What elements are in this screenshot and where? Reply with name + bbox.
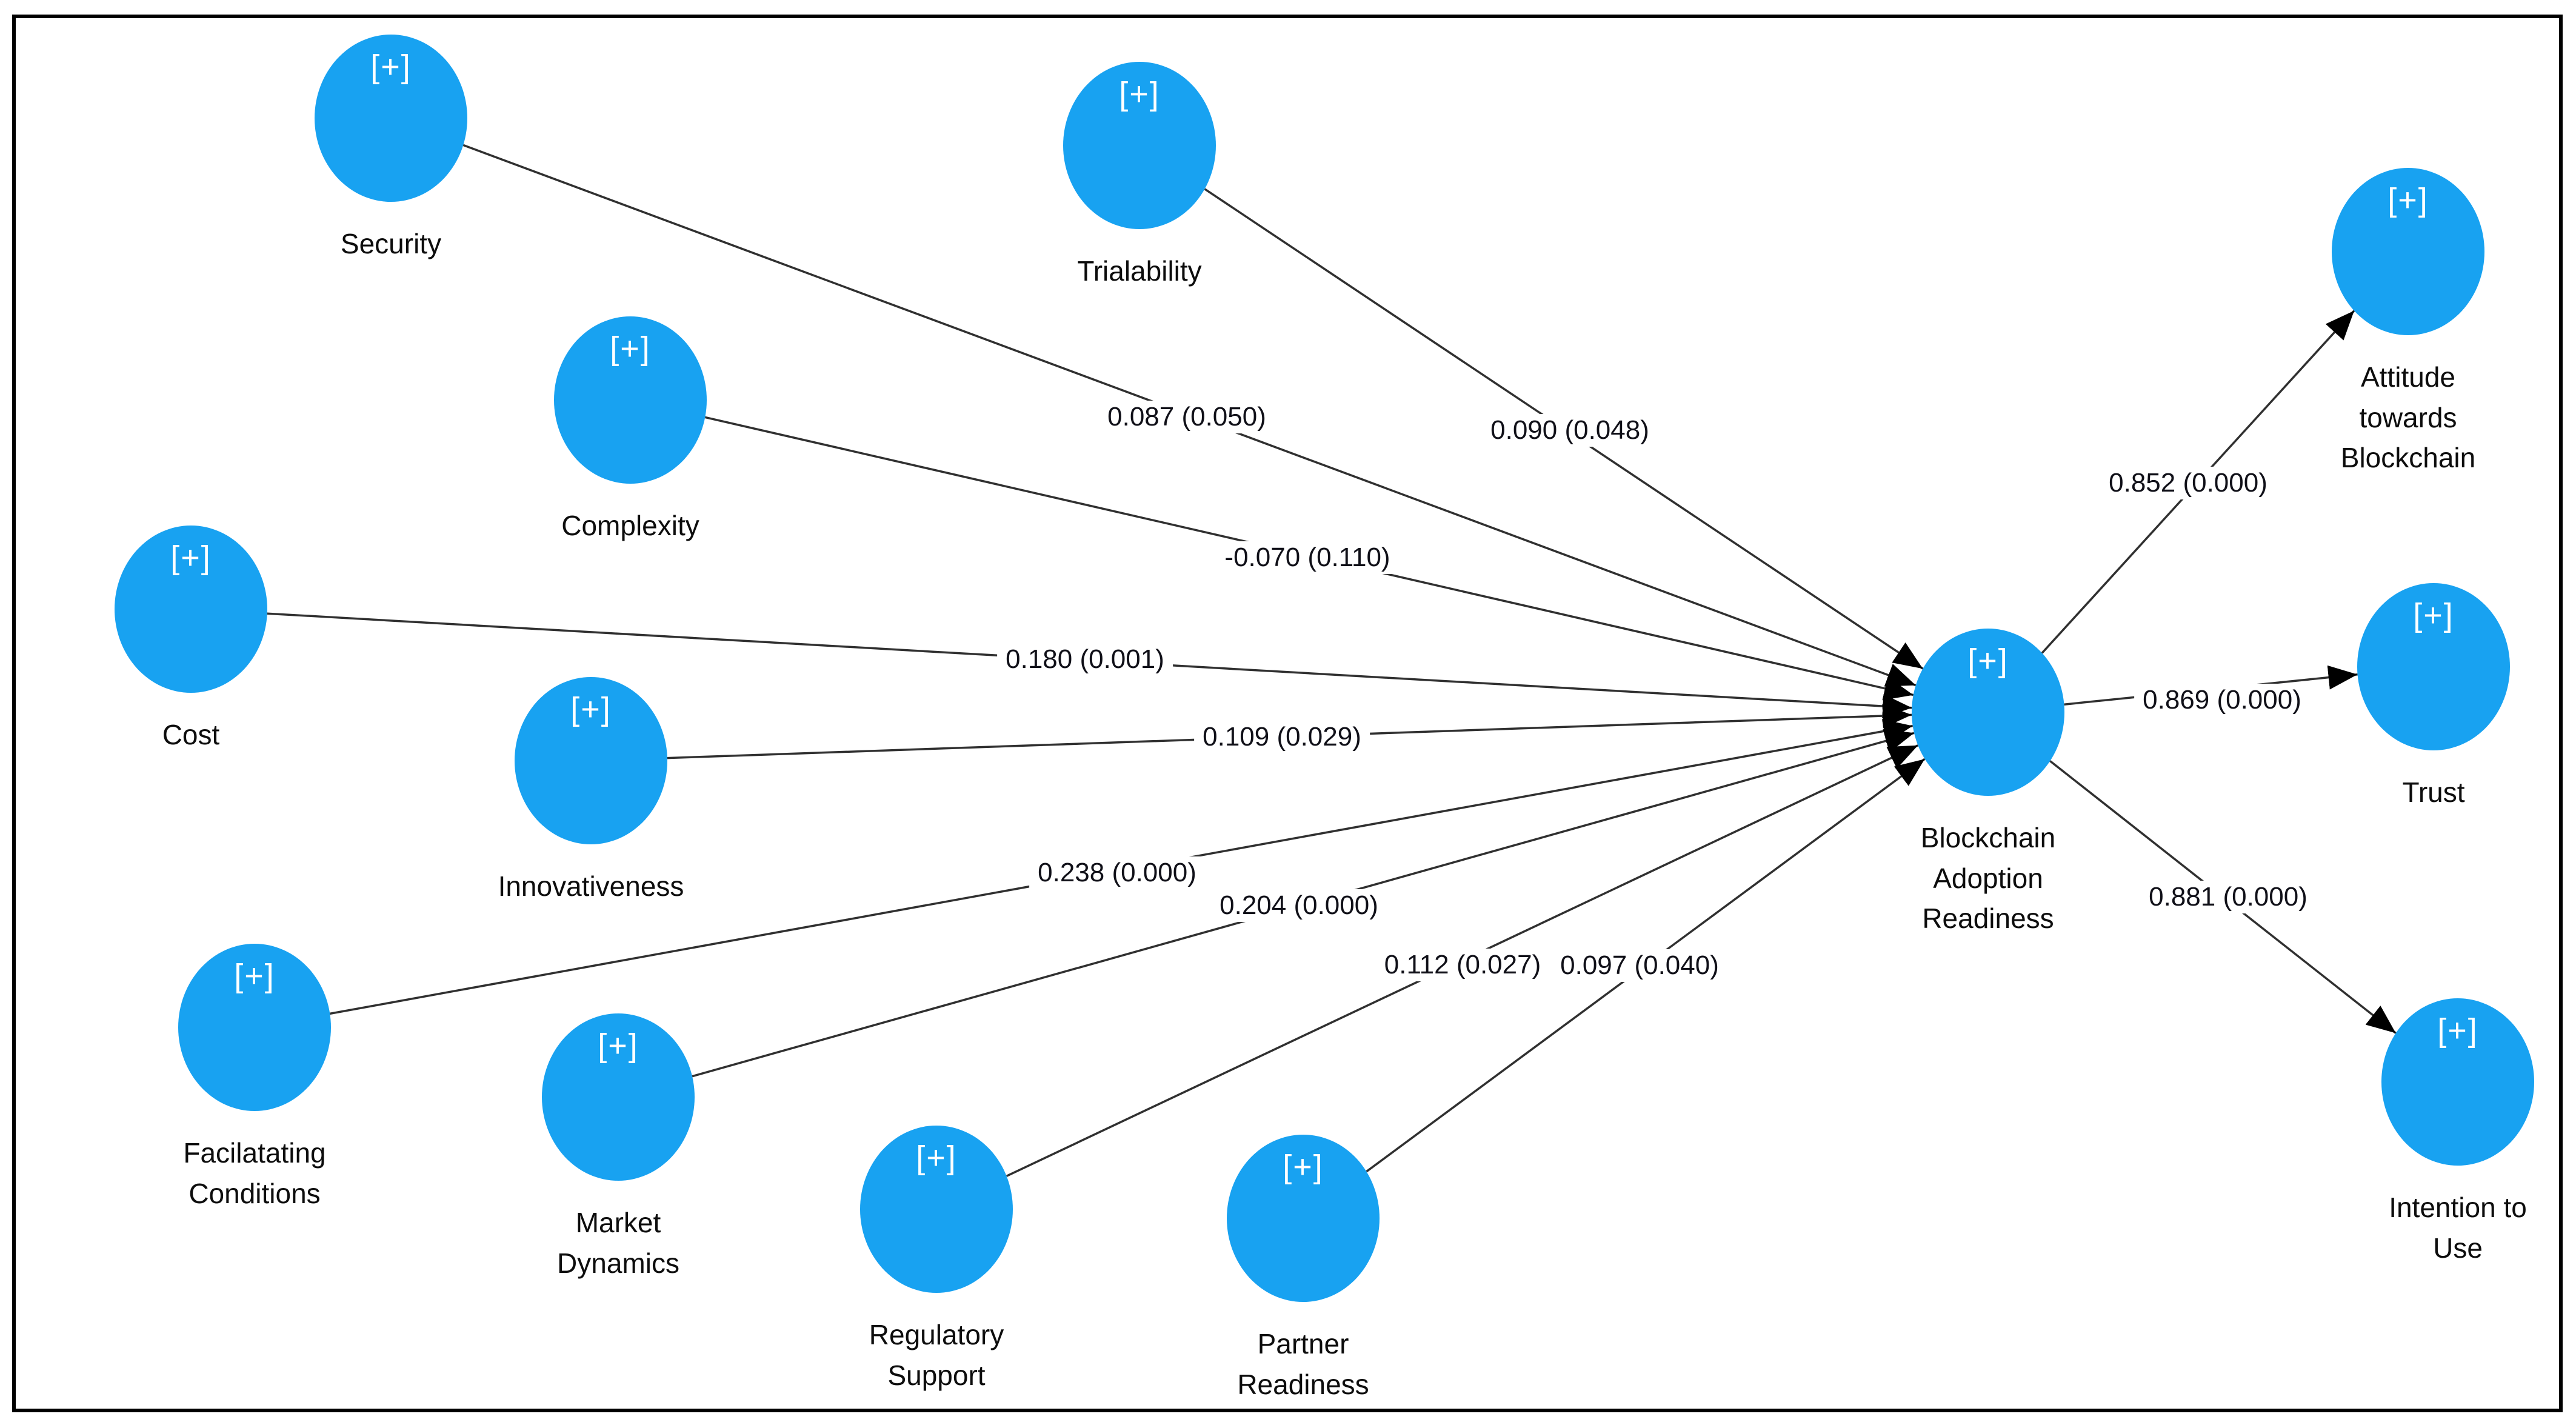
construct-label-blockchain-adoption-readiness: Blockchain Adoption Readiness: [1920, 822, 2056, 935]
construct-node-market-dynamics[interactable]: [+]: [542, 1013, 695, 1181]
expand-indicators-icon: [+]: [1283, 1149, 1324, 1185]
construct-label-facilatating-conditions: Facilatating Conditions: [183, 1137, 326, 1209]
construct-label-security: Security: [340, 228, 442, 259]
construct-label-attitude-towards-blockchain: Attitude towards Blockchain: [2340, 361, 2476, 474]
path-coefficient-label[interactable]: 0.881 (0.000): [2140, 881, 2316, 913]
construct-label-trust: Trust: [2402, 776, 2465, 808]
path-coefficient-label[interactable]: 0.109 (0.029): [1194, 721, 1370, 753]
expand-indicators-icon: [+]: [610, 330, 651, 367]
construct-label-intention-to-use: Intention to Use: [2389, 1192, 2527, 1264]
path-coefficient-label[interactable]: -0.070 (0.110): [1216, 541, 1399, 574]
construct-label-trialability: Trialability: [1077, 255, 1202, 287]
path-coefficient-label[interactable]: 0.180 (0.001): [997, 643, 1173, 676]
construct-node-security[interactable]: [+]: [315, 35, 467, 202]
construct-node-intention-to-use[interactable]: [+]: [2381, 998, 2534, 1166]
expand-indicators-icon: [+]: [2387, 182, 2429, 218]
construct-label-cost: Cost: [162, 719, 220, 750]
path-coefficient-label[interactable]: 0.097 (0.040): [1552, 949, 1727, 982]
construct-node-facilatating-conditions[interactable]: [+]: [178, 944, 331, 1111]
expand-indicators-icon: [+]: [598, 1027, 639, 1064]
construct-node-complexity[interactable]: [+]: [554, 316, 707, 484]
expand-indicators-icon: [+]: [2437, 1012, 2478, 1049]
expand-indicators-icon: [+]: [2413, 597, 2454, 633]
expand-indicators-icon: [+]: [1967, 642, 2009, 679]
path-coefficient-label[interactable]: 0.204 (0.000): [1211, 889, 1387, 922]
expand-indicators-icon: [+]: [916, 1140, 957, 1176]
path-coefficient-label[interactable]: 0.852 (0.000): [2100, 467, 2276, 499]
path-coefficient-label[interactable]: 0.087 (0.050): [1099, 401, 1275, 433]
expand-indicators-icon: [+]: [170, 539, 212, 576]
expand-indicators-icon: [+]: [1119, 76, 1160, 112]
construct-node-regulatory-support[interactable]: [+]: [860, 1126, 1013, 1293]
expand-indicators-icon: [+]: [234, 958, 275, 994]
construct-label-innovativeness: Innovativeness: [498, 870, 684, 902]
expand-indicators-icon: [+]: [370, 48, 412, 85]
construct-node-blockchain-adoption-readiness[interactable]: [+]: [1912, 629, 2064, 796]
construct-node-cost[interactable]: [+]: [115, 526, 267, 693]
construct-node-partner-readiness[interactable]: [+]: [1227, 1135, 1380, 1302]
construct-node-trust[interactable]: [+]: [2357, 583, 2510, 750]
path-coefficient-label[interactable]: 0.869 (0.000): [2134, 684, 2310, 716]
construct-label-partner-readiness: Partner Readiness: [1237, 1328, 1369, 1400]
path-coefficient-label[interactable]: 0.090 (0.048): [1482, 414, 1658, 447]
construct-node-innovativeness[interactable]: [+]: [515, 677, 667, 844]
construct-label-complexity: Complexity: [561, 510, 699, 541]
construct-node-attitude-towards-blockchain[interactable]: [+]: [2332, 168, 2484, 335]
path-coefficient-label[interactable]: 0.238 (0.000): [1029, 856, 1205, 889]
construct-node-trialability[interactable]: [+]: [1063, 62, 1216, 229]
path-coefficient-label[interactable]: 0.112 (0.027): [1375, 949, 1550, 981]
construct-label-regulatory-support: Regulatory Support: [869, 1319, 1004, 1391]
construct-label-market-dynamics: Market Dynamics: [557, 1207, 679, 1279]
expand-indicators-icon: [+]: [570, 691, 612, 727]
